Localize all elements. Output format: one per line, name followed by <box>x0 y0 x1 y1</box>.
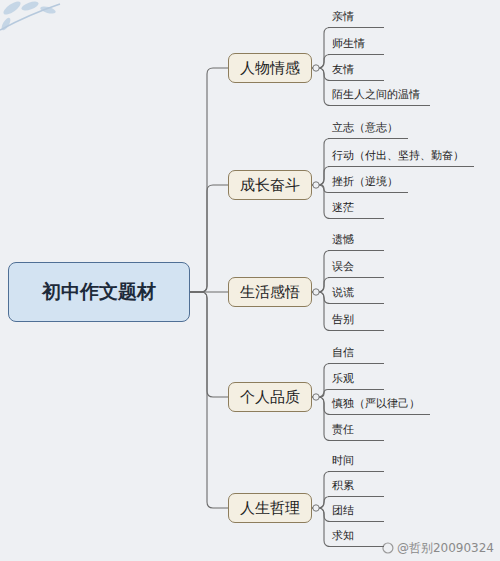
subtopic-item: 陌生人之间的温情 <box>328 84 430 106</box>
node-text: 责任 <box>332 422 354 437</box>
topic-box: 人生哲理 <box>228 493 312 523</box>
subtopic-item: 立志（意志） <box>328 117 408 139</box>
subtopic-item: 遗憾 <box>328 229 384 251</box>
subtopic-item: 误会 <box>328 256 384 278</box>
branch-line <box>190 292 228 508</box>
topic-box: 生活感悟 <box>228 277 312 307</box>
branch-line <box>190 185 228 292</box>
node-text: 求知 <box>332 528 354 543</box>
node-text: 人物情感 <box>240 59 300 78</box>
node-text: 误会 <box>332 259 354 274</box>
branch-line <box>190 292 228 397</box>
node-text: 积累 <box>332 478 354 493</box>
node-text: 个人品质 <box>240 388 300 407</box>
topic-box: 人物情感 <box>228 53 312 83</box>
collapse-marker <box>313 65 319 71</box>
node-text: 乐观 <box>332 371 354 386</box>
node-text: 挫折（逆境） <box>332 174 398 189</box>
node-text: 说谎 <box>332 285 354 300</box>
subtopic-item: 求知 <box>328 525 384 547</box>
subtopic-item: 乐观 <box>328 368 384 390</box>
subtopic-item: 友情 <box>328 59 384 81</box>
node-text: 行动（付出、坚持、勤奋） <box>332 148 464 163</box>
subtopic-item: 师生情 <box>328 33 384 55</box>
node-text: 初中作文题材 <box>42 279 156 305</box>
node-text: 慎独（严以律己） <box>332 396 420 411</box>
topic-box: 成长奋斗 <box>228 170 312 200</box>
topic-box: 个人品质 <box>228 382 312 412</box>
node-text: 时间 <box>332 453 354 468</box>
subtopic-item: 责任 <box>328 419 384 441</box>
subtopic-item: 说谎 <box>328 282 384 304</box>
collapse-marker <box>313 289 319 295</box>
subtopic-item: 慎独（严以律己） <box>328 393 430 415</box>
node-text: 团结 <box>332 503 354 518</box>
root-box: 初中作文题材 <box>8 262 190 322</box>
subtopic-item: 积累 <box>328 475 384 497</box>
node-text: 迷茫 <box>332 200 354 215</box>
subtopic-item: 时间 <box>328 450 384 472</box>
branch-line <box>190 68 228 292</box>
node-text: 遗憾 <box>332 232 354 247</box>
node-text: 成长奋斗 <box>240 176 300 195</box>
collapse-marker <box>313 394 319 400</box>
node-text: 友情 <box>332 62 354 77</box>
node-text: 人生哲理 <box>240 499 300 518</box>
subtopic-item: 亲情 <box>328 6 384 28</box>
collapse-marker <box>313 505 319 511</box>
subtopic-item: 迷茫 <box>328 197 384 219</box>
subtopic-item: 自信 <box>328 342 384 364</box>
node-text: 立志（意志） <box>332 120 398 135</box>
subtopic-item: 挫折（逆境） <box>328 171 408 193</box>
subtopic-item: 告别 <box>328 309 384 331</box>
node-text: 生活感悟 <box>240 283 300 302</box>
node-text: 自信 <box>332 345 354 360</box>
subtopic-item: 团结 <box>328 500 384 522</box>
node-text: 亲情 <box>332 9 354 24</box>
watermark-icon <box>383 543 393 553</box>
node-text: 师生情 <box>332 36 365 51</box>
leaf-sprig <box>0 0 60 32</box>
node-text: 告别 <box>332 312 354 327</box>
node-text: 陌生人之间的温情 <box>332 87 420 102</box>
watermark: @哲别20090324 <box>397 540 494 557</box>
collapse-marker <box>313 182 319 188</box>
subtopic-item: 行动（付出、坚持、勤奋） <box>328 145 474 167</box>
